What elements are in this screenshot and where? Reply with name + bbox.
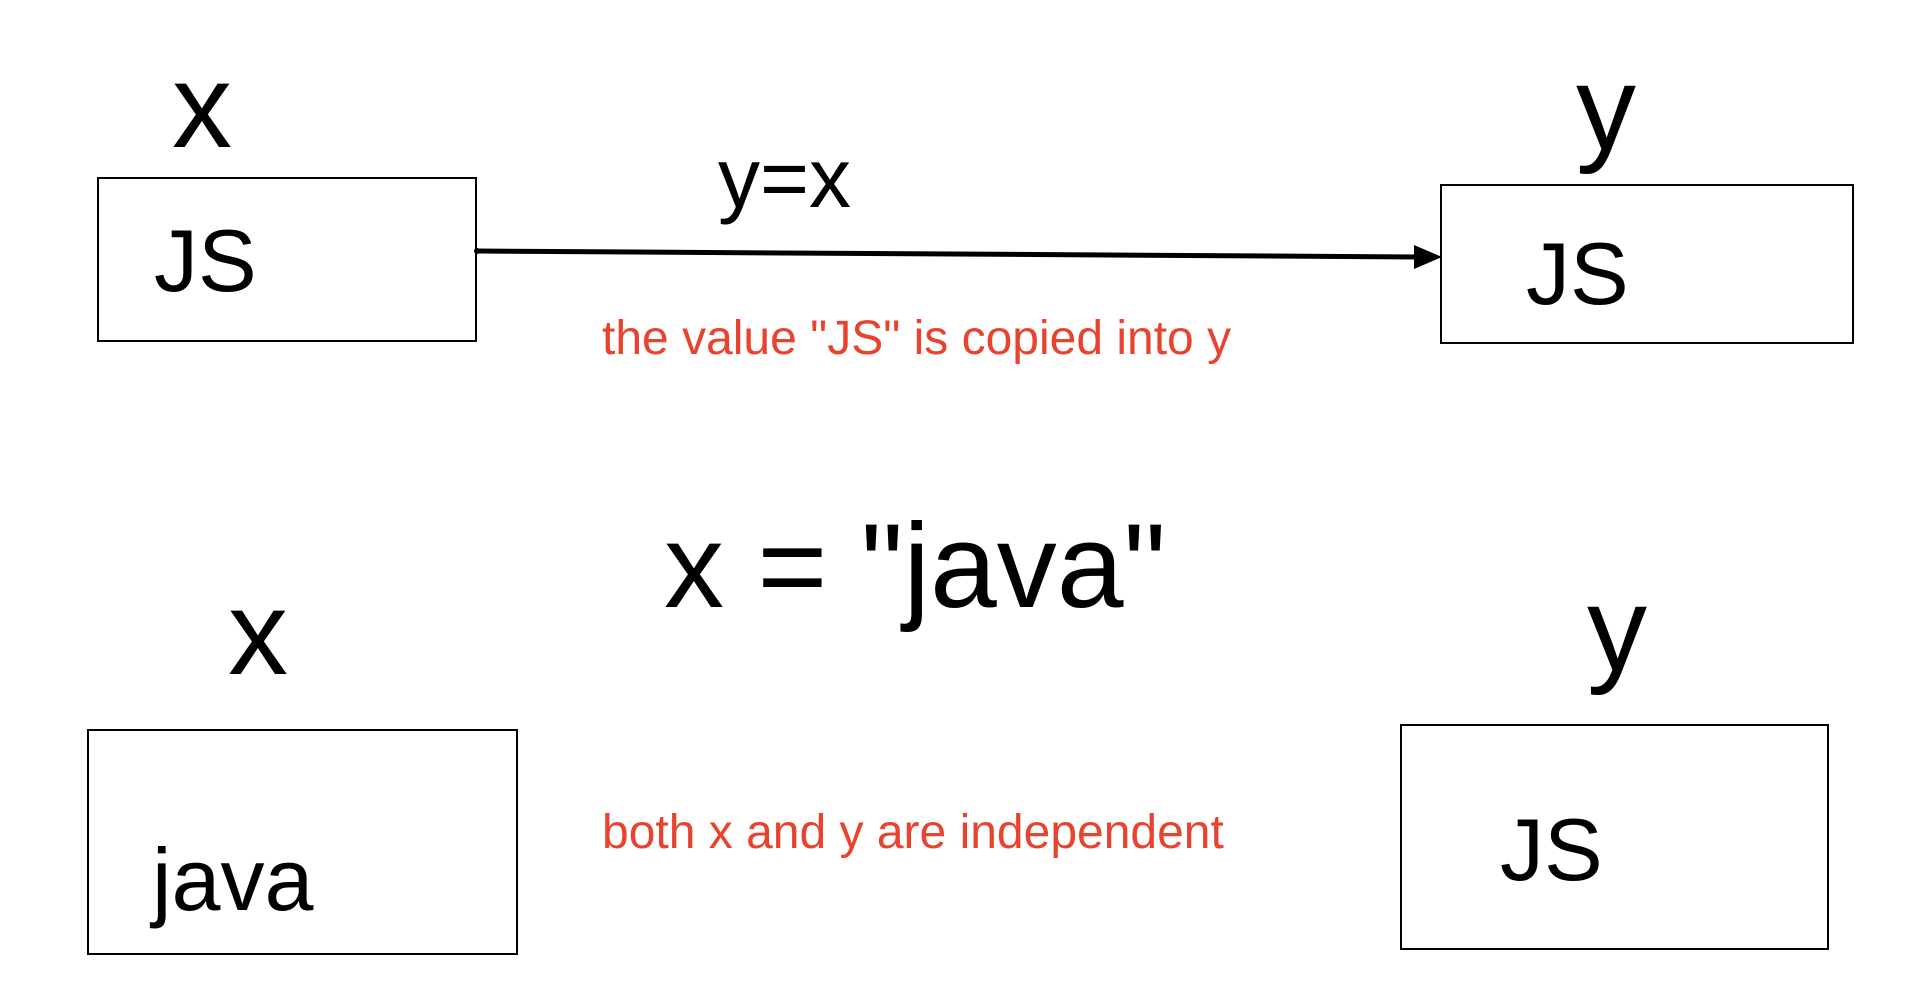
bottom-note: both x and y are independent	[602, 806, 1224, 859]
operation-y-equals-x: y=x	[718, 131, 852, 225]
top-y-value: JS	[1526, 224, 1629, 323]
bottom-x-label: x	[228, 566, 288, 700]
arrow-line	[476, 248, 1421, 260]
top-x-value: JS	[154, 211, 257, 310]
top-note: the value "JS" is copied into y	[602, 312, 1232, 365]
bottom-y-value: JS	[1500, 800, 1603, 899]
bottom-y-label: y	[1587, 562, 1647, 696]
bottom-y-box: JS	[1400, 724, 1829, 950]
top-x-label: x	[172, 39, 232, 173]
top-y-label: y	[1576, 41, 1636, 175]
top-y-box: JS	[1440, 184, 1854, 344]
top-x-box: JS	[97, 177, 477, 342]
bottom-x-box: java	[87, 729, 518, 955]
assignment-x-equals-java: x = "java"	[664, 499, 1167, 633]
bottom-x-value: java	[152, 830, 314, 929]
arrow-head	[1414, 245, 1442, 269]
